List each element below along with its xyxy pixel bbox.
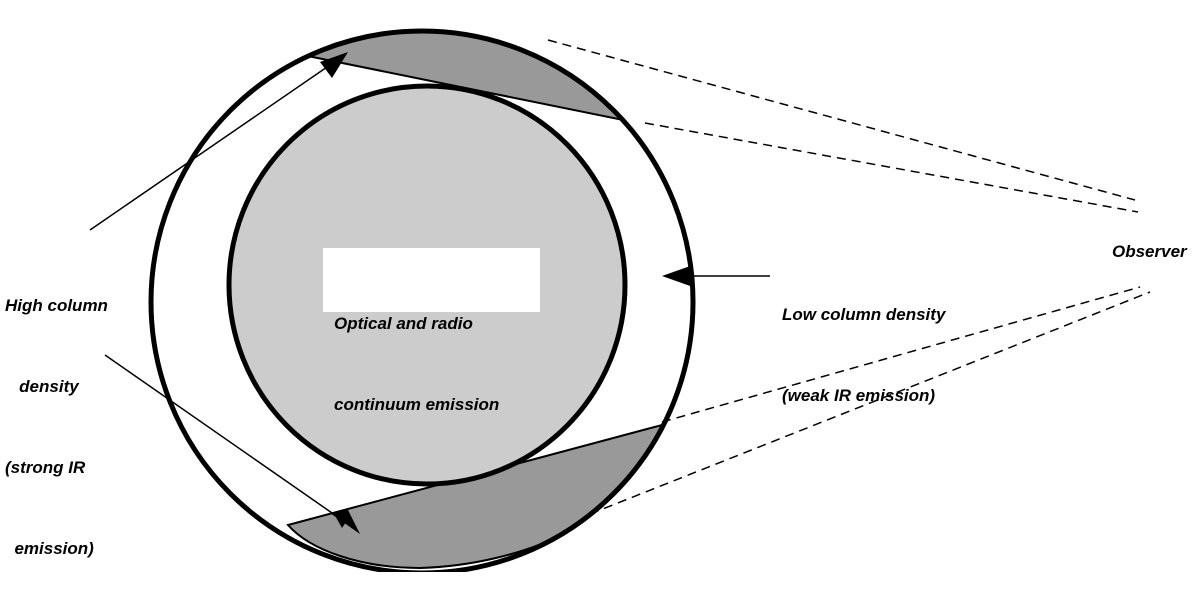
observer-label: Observer bbox=[1112, 242, 1187, 261]
high-label-line2: density bbox=[5, 377, 79, 396]
high-density-pointer-upper bbox=[89, 64, 331, 231]
arrowhead-low bbox=[662, 265, 693, 287]
observer-sightlines bbox=[547, 39, 1151, 515]
high-density-pointer-lower bbox=[104, 354, 346, 523]
optical-radio-label-line1: Optical and radio bbox=[334, 314, 473, 333]
low-column-density-label: Low column density (weak IR emission) bbox=[782, 247, 945, 436]
arrowhead-upper bbox=[320, 52, 348, 78]
optical-radio-label-line2: continuum emission bbox=[334, 395, 500, 414]
high-column-density-label: High column density (strong IR emission) bbox=[5, 238, 108, 589]
arrowhead-lower-fill bbox=[330, 510, 360, 534]
low-label-line2: (weak IR emission) bbox=[782, 386, 936, 405]
high-label-line1: High column bbox=[5, 296, 108, 315]
optical-radio-label: Optical and radio continuum emission bbox=[334, 256, 499, 445]
outer-shell-circle bbox=[148, 28, 696, 572]
high-label-line4: emission) bbox=[5, 539, 94, 558]
high-label-line3: (strong IR bbox=[5, 458, 86, 477]
center-label-box bbox=[323, 248, 540, 312]
low-label-line1: Low column density bbox=[782, 305, 946, 324]
diagram-canvas bbox=[89, 28, 1151, 572]
